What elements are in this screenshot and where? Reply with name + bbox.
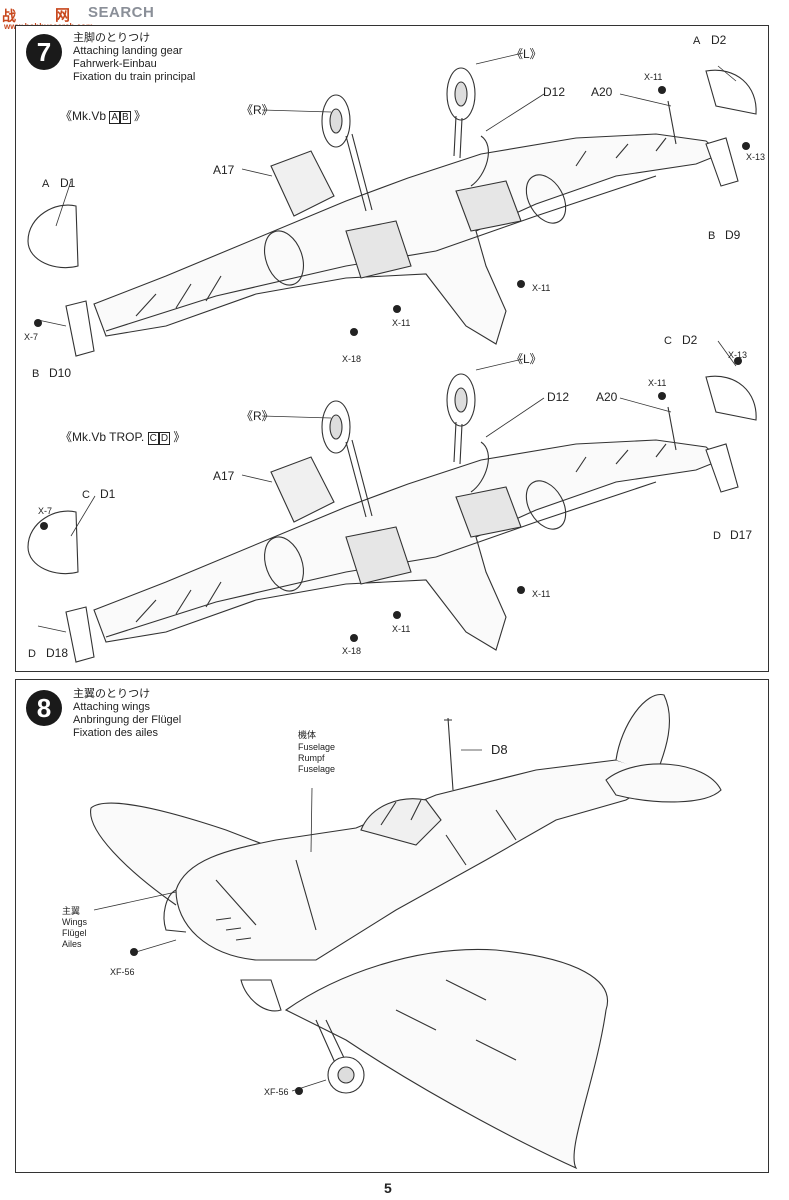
label-X11a-a: X-11 [644,72,662,82]
aircraft-drawing [90,694,722,1170]
variant-box-b: B [120,111,131,124]
label-xf56-a: XF-56 [110,967,135,977]
label-A20-b: A20 [596,390,618,404]
variant-box-d: D [158,432,171,445]
variant-box-c: C [147,432,159,445]
step-8-illustration: D8 機体 Fuselage Rumpf Fuselage 主翼 Wings F… [62,694,722,1170]
step-8-title-fr: Fixation des ailes [73,727,158,739]
screws-a [34,86,750,336]
label-X13-b: X-13 [728,350,747,360]
label-X7-b: X-7 [38,506,52,516]
label-R-a: 《R》 [241,103,274,117]
labels-a: 《R》 《L》 D12 A20 A17 A D1 A D2 B D9 B D10… [24,33,765,380]
label-D10-a: D10 [49,366,71,380]
label-X11b-b: X-11 [532,589,550,599]
callouts-b [37,340,737,633]
step-8-titles: 主翼のとりつけ Attaching wings Anbringung der F… [73,688,181,740]
variant-box-a: A [109,111,121,124]
step-8-number: 8 [26,690,62,726]
screws-b [40,357,742,642]
label-X18-a: X-18 [342,354,361,364]
label-X11c-b: X-11 [392,624,410,634]
labels-b: 《R》 《L》 D12 A20 A17 C D1 C D2 D D17 D D1… [28,333,752,660]
step-7-title-fr: Fixation du train principal [73,71,196,83]
label-A17-b: A17 [213,469,235,483]
step-8-title-de: Anbringung der Flügel [73,714,182,726]
label-wings-ja: 主翼 [62,905,80,916]
label-fuselage-ja: 機体 [298,729,316,740]
label-D12-a: D12 [543,85,565,99]
step-7-title-de: Fahrwerk-Einbau [73,58,157,70]
label-D1-box-a: A [42,178,50,190]
label-wings-en: Wings [62,917,88,927]
step-7-panel: 7 主脚のとりつけ Attaching landing gear Fahrwer… [15,25,769,672]
label-A17-a: A17 [213,163,235,177]
callouts-a [37,52,737,327]
variant-mkvb-close: 》 [134,109,147,123]
label-wings-fr: Ailes [62,939,82,949]
label-fuselage-de: Rumpf [298,753,325,763]
label-D1-b: D1 [100,487,116,501]
variant-trop-close: 》 [173,430,186,444]
label-D8: D8 [491,742,508,757]
label-X11a-b: X-11 [648,378,666,388]
step-7-title-en: Attaching landing gear [73,45,183,57]
label-D17-b: D17 [730,528,752,542]
step-7-titles: 主脚のとりつけ Attaching landing gear Fahrwerk-… [73,32,195,84]
label-D9-box-a: B [708,230,715,242]
step-8-title-ja: 主翼のとりつけ [73,688,151,700]
watermark-text: SEARCH [88,4,155,21]
label-D10-box-a: B [32,368,39,380]
label-xf56-b: XF-56 [264,1087,289,1097]
step-8-title-en: Attaching wings [73,701,151,713]
step-7-number: 7 [26,34,62,70]
step-7-title-ja: 主脚のとりつけ [73,32,151,44]
label-R-b: 《R》 [241,409,274,423]
label-D1-box-b: C [82,489,90,501]
label-L-a: 《L》 [511,47,542,61]
label-D12-b: D12 [547,390,569,404]
variant-trop-text: 《Mk.Vb TROP. [60,430,145,444]
label-wings-de: Flügel [62,928,87,938]
watermark-cn: 战 [2,8,16,24]
label-D18-box-b: D [28,648,36,660]
step-8-panel: 8 主翼のとりつけ Attaching wings Anbringung der… [15,679,769,1173]
variant-mkvb-text: 《Mk.Vb [60,109,107,123]
label-D1-a: D1 [60,176,76,190]
label-D2-box-a: A [693,35,701,47]
label-fuselage-fr: Fuselage [298,764,335,774]
label-X11b-a: X-11 [532,283,550,293]
label-D2-b: D2 [682,333,698,347]
label-X13-a: X-13 [746,152,765,162]
paint-markers-8 [130,948,303,1095]
watermark-cn-tail: 网 [55,7,71,24]
label-fuselage-en: Fuselage [298,742,335,752]
label-X18-b: X-18 [342,646,361,656]
wing-assembly-a [27,67,757,357]
label-D2-box-b: C [664,335,672,347]
label-D9-a: D9 [725,228,741,242]
label-D17-box-b: D [713,530,721,542]
page-number: 5 [384,1180,392,1196]
label-A20-a: A20 [591,85,613,99]
wing-assembly-b [27,373,757,663]
callouts-8 [93,749,482,1092]
label-D2-a: D2 [711,33,727,47]
label-D18-b: D18 [46,646,68,660]
labels-8: D8 機体 Fuselage Rumpf Fuselage 主翼 Wings F… [62,729,508,1097]
label-X7-a: X-7 [24,332,38,342]
step-7-illustration: 《R》 《L》 D12 A20 A17 A D1 A D2 B D9 B D10… [24,33,765,663]
label-L-b: 《L》 [511,352,542,366]
label-X11c-a: X-11 [392,318,410,328]
